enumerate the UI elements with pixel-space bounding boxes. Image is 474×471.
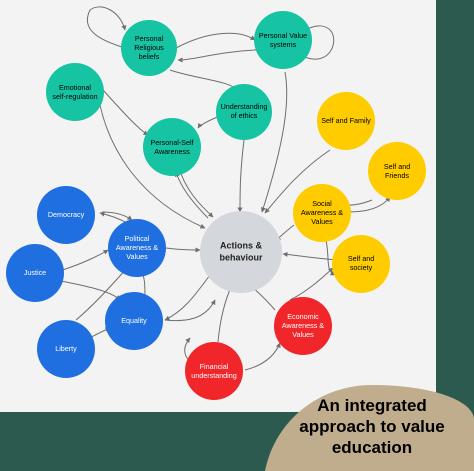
node-label: Friends: [385, 171, 409, 180]
node-label: Understanding: [221, 102, 268, 111]
node-label: Financial: [200, 362, 229, 371]
node-democracy: Democracy: [37, 186, 95, 244]
node-label: Social: [312, 199, 332, 208]
node-understanding-of-ethics: Understanding of ethics: [216, 84, 272, 140]
edge: [237, 131, 246, 213]
node-justice: Justice: [6, 244, 64, 302]
node-personal-self-awareness: Personal-Self Awareness: [143, 118, 201, 176]
node-label: Justice: [24, 268, 46, 277]
node-label: Personal: [135, 34, 164, 43]
node-personal-religious-beliefs: Personal Religious beliefs: [121, 20, 177, 76]
node-actions-behaviour: Actions & behaviour: [200, 211, 282, 293]
caption-badge: An integrated approach to value educatio…: [265, 385, 474, 471]
node-label: self-regulation: [52, 92, 97, 101]
caption-line: An integrated: [317, 396, 427, 415]
edge: [101, 211, 133, 221]
node-label: Self and: [384, 162, 410, 171]
edge: [99, 104, 206, 229]
node-label: of ethics: [231, 111, 258, 120]
node-label: Emotional: [59, 83, 91, 92]
node-label: Political: [125, 234, 150, 243]
node-label: Values: [311, 217, 333, 226]
connector-arrows: [55, 6, 391, 371]
node-economic-awareness-values: Economic Awareness & Values: [274, 297, 332, 355]
caption-line: approach to value: [299, 417, 444, 436]
edge: [86, 6, 127, 48]
caption-line: education: [332, 438, 412, 457]
node-label: Religious: [134, 43, 164, 52]
node-equality: Equality: [105, 292, 163, 350]
edge: [164, 299, 216, 322]
node-label: Values: [126, 252, 148, 261]
edge: [164, 274, 211, 321]
node-self-and-family: Self and Family: [317, 92, 375, 150]
node-political-awareness-values: Political Awareness & Values: [108, 219, 166, 277]
node-label: Self and: [348, 254, 374, 263]
node-label: Awareness &: [116, 243, 158, 252]
node-self-and-friends: Self and Friends: [368, 142, 426, 200]
node-self-and-society: Self and society: [332, 235, 390, 293]
node-financial-understanding: Financial understanding: [185, 342, 243, 400]
node-label: Personal Value: [259, 31, 307, 40]
node-label: Liberty: [55, 344, 77, 353]
node-label: Awareness &: [301, 208, 343, 217]
center-label: behaviour: [219, 252, 263, 262]
node-label: Personal-Self: [150, 138, 193, 147]
node-label: Values: [292, 330, 314, 339]
node-label: beliefs: [139, 52, 160, 61]
edge: [325, 239, 336, 276]
node-label: society: [350, 263, 373, 272]
node-label: Economic: [287, 312, 319, 321]
node-label: Equality: [121, 316, 147, 325]
node-social-awareness-values: Social Awareness & Values: [293, 184, 351, 242]
node-emotional-self-regulation: Emotional self-regulation: [46, 63, 104, 121]
node-label: Democracy: [48, 210, 85, 219]
edge: [282, 251, 339, 261]
edge: [175, 32, 256, 49]
edge: [102, 89, 149, 136]
node-label: systems: [270, 40, 297, 49]
node-label: Awareness: [154, 147, 190, 156]
node-personal-value-systems: Personal Value systems: [254, 11, 312, 69]
center-label: Actions &: [220, 240, 263, 250]
node-label: Awareness &: [282, 321, 324, 330]
edge: [264, 149, 331, 214]
edge: [165, 247, 201, 253]
edge: [244, 342, 281, 371]
edge: [55, 279, 121, 301]
edge: [260, 71, 288, 213]
node-label: Self and Family: [321, 116, 371, 125]
edge: [177, 49, 257, 63]
edge: [289, 267, 334, 301]
node-liberty: Liberty: [37, 320, 95, 378]
node-label: understanding: [191, 371, 237, 380]
